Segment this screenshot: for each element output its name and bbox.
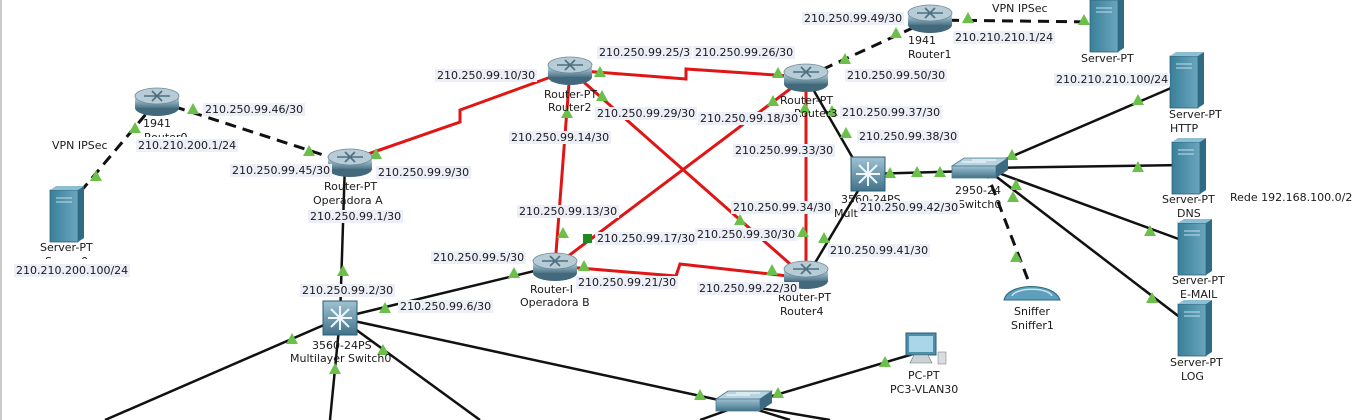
server0-model: Server-PT: [40, 241, 93, 254]
router1-model: 1941: [908, 34, 936, 47]
dns-server-icon[interactable]: [1171, 137, 1207, 195]
http-server-icon[interactable]: [1169, 51, 1205, 109]
multilayer-switch0-name: Multilayer Switch0: [290, 352, 392, 365]
dns-server-name: DNS: [1177, 207, 1201, 220]
ip-label: 210.250.99.1/30: [308, 210, 404, 223]
router4-name: Router4: [780, 305, 824, 318]
vpn-server-icon[interactable]: [1089, 0, 1125, 53]
ip-label: 210.250.99.37/30: [840, 106, 943, 119]
multilayer-switch1-name: Multilayer Switch1: [834, 207, 858, 220]
operadora-b-model: Router-PT: [530, 283, 572, 296]
router3-model: Router-PT: [780, 94, 834, 107]
vpn-label-left: VPN IPSec: [52, 139, 108, 152]
ip-label: 210.250.99.34/30: [731, 201, 834, 214]
router0-name: Router0: [144, 131, 187, 137]
switch0-model: 2950-24: [955, 184, 1001, 197]
ip-label: 210.250.99.18/30: [698, 112, 801, 125]
ip-label: 210.250.99.5/30: [431, 251, 527, 264]
ip-label: 210.250.99.10/30: [435, 69, 538, 82]
link-state-indicators: [90, 12, 1158, 400]
vpn-server-model: Server-PT: [1081, 52, 1134, 65]
sniffer-icon[interactable]: [1003, 286, 1061, 301]
ip-label: 210.250.99.21/30: [576, 276, 679, 289]
pc3-name: PC3-VLAN30: [890, 383, 959, 396]
operadora-a-icon[interactable]: [327, 148, 373, 178]
ip-label: 210.250.99.46/30: [203, 103, 306, 116]
ip-label: 210.210.210.100/24: [1054, 73, 1171, 86]
serial-links: [344, 67, 808, 280]
switch0-name: Switch0: [958, 198, 1002, 211]
multilayer-switch1-icon[interactable]: [850, 156, 886, 192]
ip-label: 210.250.99.26/30: [693, 46, 796, 59]
ip-label: 210.250.99.30/30: [695, 228, 798, 241]
multilayer-switch0-model: 3560-24PS: [312, 339, 372, 352]
dns-server-model: Server-PT: [1162, 193, 1215, 206]
log-server-model: Server-PT: [1170, 356, 1223, 369]
router2-name: Router2: [548, 101, 592, 114]
email-server-icon[interactable]: [1177, 218, 1213, 276]
router3-icon[interactable]: [783, 63, 829, 93]
server0-icon[interactable]: [49, 185, 85, 243]
server0-name: Server0: [45, 255, 88, 259]
multilayer-switch0-icon[interactable]: [322, 300, 358, 336]
ip-label: 210.250.99.38/30: [857, 130, 960, 143]
ip-label: 210.250.99.50/30: [845, 69, 948, 82]
operadora-b-name: Operadora B: [520, 296, 590, 309]
ip-label: 210.210.200.1/24: [136, 139, 239, 152]
ip-label: 210.250.99.45/30: [230, 164, 333, 177]
ip-label: 210.250.99.42/30: [858, 201, 961, 214]
network-label: Rede 192.168.100.0/2: [1230, 191, 1353, 204]
email-server-name: E-MAIL: [1180, 288, 1218, 301]
ip-label: 210.250.99.13/30: [517, 205, 620, 218]
http-server-model: Server-PT: [1169, 108, 1222, 121]
ip-label: 210.250.99.17/30: [595, 232, 698, 245]
ip-label: 210.210.210.1/24: [953, 31, 1056, 44]
log-server-name: LOG: [1181, 370, 1204, 383]
ip-label: 210.250.99.22/30: [697, 282, 800, 295]
router1-icon[interactable]: [907, 4, 953, 34]
log-server-icon[interactable]: [1177, 299, 1213, 357]
vpn-label-top: VPN IPSec: [992, 2, 1048, 15]
router2-icon[interactable]: [547, 56, 593, 86]
sniffer-model: Sniffer: [1014, 305, 1050, 318]
pc3-model: PC-PT: [908, 369, 940, 382]
bottom-switch-icon[interactable]: [715, 390, 773, 412]
ethernet-links: [104, 76, 1196, 420]
router1-name: Router1: [908, 48, 952, 61]
router0-icon[interactable]: [134, 87, 180, 117]
switch0-icon[interactable]: [951, 157, 1009, 179]
pc-icon[interactable]: [905, 332, 947, 365]
sniffer-name: Sniffer1: [1011, 319, 1054, 332]
ip-label: 210.250.99.41/30: [828, 244, 931, 257]
operadora-a-model: Router-PT: [324, 180, 378, 193]
router0-model: 1941: [143, 117, 171, 130]
ip-label: 210.250.99.25/3: [597, 46, 693, 59]
ip-label: 210.210.200.100/24: [14, 264, 131, 277]
router2-model: Router-PT: [544, 88, 598, 101]
ip-label: 210.250.99.33/30: [733, 144, 836, 157]
router3-name: Router3: [794, 107, 838, 120]
ip-label: 210.250.99.29/30: [595, 107, 698, 120]
operadora-b-icon[interactable]: [532, 252, 578, 282]
http-server-name: HTTP: [1170, 122, 1199, 135]
operadora-a-name: Operadora A: [313, 194, 383, 207]
ip-label: 210.250.99.2/30: [300, 284, 396, 297]
ip-label: 210.250.99.9/30: [376, 166, 472, 179]
ip-label: 210.250.99.49/30: [802, 12, 905, 25]
email-server-model: Server-PT: [1172, 274, 1225, 287]
ip-label: 210.250.99.6/30: [398, 300, 494, 313]
ip-label: 210.250.99.14/30: [509, 131, 612, 144]
